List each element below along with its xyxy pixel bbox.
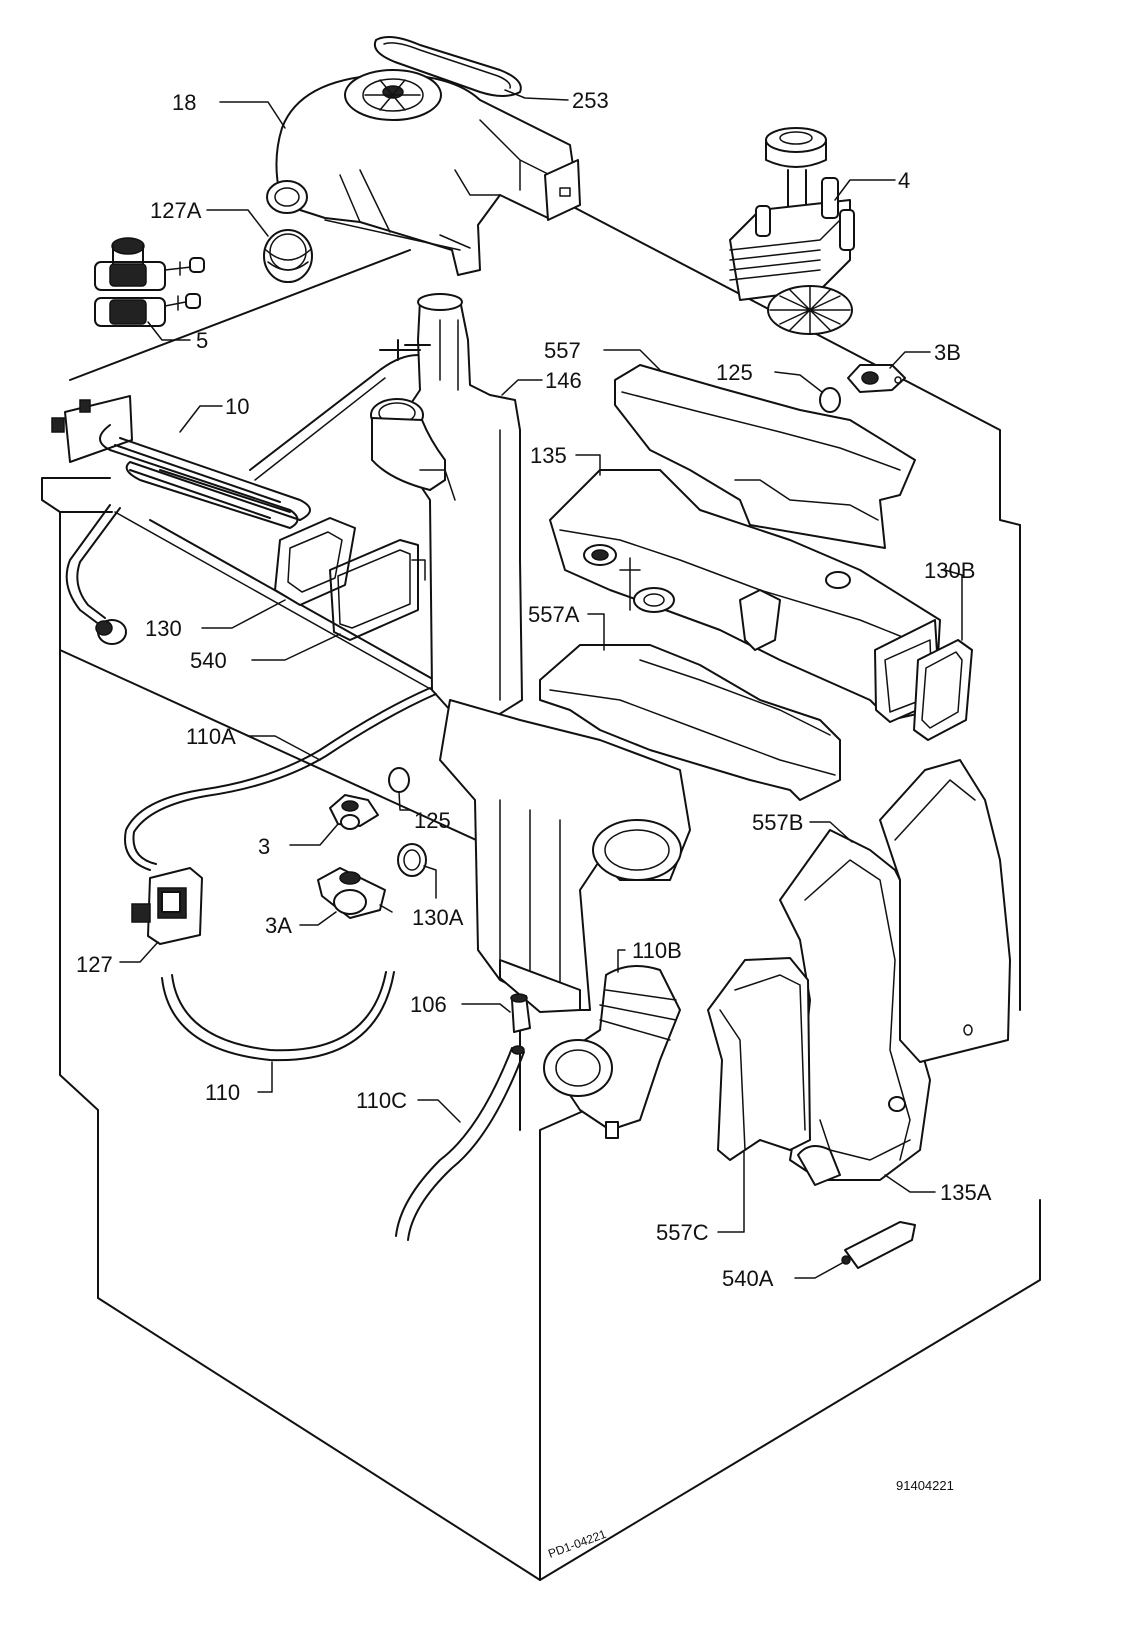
belt-253: [373, 35, 522, 97]
gasket-130: [274, 517, 356, 606]
cover-557a: [539, 644, 841, 801]
gasket-130b: [913, 639, 973, 741]
label-135a: 135A: [940, 1180, 992, 1205]
seal-540a: [841, 1221, 916, 1269]
label-130b: 130B: [924, 558, 975, 583]
part-labels: 18 253 127A 4 5 557 146 125 3B 10 135 13…: [76, 88, 992, 1291]
elbow-hose-110b: [543, 965, 681, 1139]
label-557b: 557B: [752, 810, 803, 835]
hose-110a: [124, 687, 437, 871]
hose-110: [161, 971, 395, 1062]
label-146: 146: [545, 368, 582, 393]
label-557c: 557C: [656, 1220, 709, 1245]
fan-housing-18: [266, 69, 581, 276]
label-3: 3: [258, 834, 270, 859]
thermostat-3a: [317, 867, 393, 919]
gasket-ring-130a: [397, 843, 427, 877]
label-110a: 110A: [186, 724, 236, 749]
connector-106: [510, 993, 531, 1033]
air-duct-146: [249, 293, 691, 1013]
label-18: 18: [172, 90, 196, 115]
leader-lines: [119, 89, 963, 1279]
gasket-ring-125-top: [819, 387, 841, 413]
cover-557b: [779, 829, 931, 1186]
label-130a: 130A: [412, 905, 464, 930]
label-4: 4: [898, 168, 910, 193]
label-557a: 557A: [528, 602, 580, 627]
cover-plate-557: [614, 364, 916, 549]
label-10: 10: [225, 394, 249, 419]
water-valve-5: [94, 237, 205, 327]
label-135: 135: [530, 443, 567, 468]
label-127a: 127A: [150, 198, 202, 223]
label-3a: 3A: [265, 913, 292, 938]
heater-element-10: [51, 395, 311, 645]
label-557: 557: [544, 338, 581, 363]
label-540a: 540A: [722, 1266, 774, 1291]
label-125-lower: 125: [414, 808, 451, 833]
label-110b: 110B: [632, 938, 682, 963]
label-540: 540: [190, 648, 227, 673]
motor-4: [729, 127, 855, 335]
hose-110c: [395, 1045, 525, 1241]
label-110c: 110C: [356, 1088, 407, 1113]
thermostat-3b: [847, 364, 906, 393]
label-3b: 3B: [934, 340, 961, 365]
ring-127a: [263, 229, 313, 283]
document-number: 91404221: [896, 1478, 954, 1493]
label-253: 253: [572, 88, 609, 113]
gasket-ring-125-lower: [388, 767, 410, 793]
label-110: 110: [205, 1080, 240, 1105]
label-125-top: 125: [716, 360, 753, 385]
duct-135a: [879, 759, 1011, 1063]
label-127: 127: [76, 952, 113, 977]
label-130: 130: [145, 616, 182, 641]
cover-557c: [707, 957, 811, 1161]
label-106: 106: [410, 992, 447, 1017]
switch-127: [131, 867, 203, 945]
seal-frame-540: [329, 539, 426, 641]
label-5: 5: [196, 328, 208, 353]
